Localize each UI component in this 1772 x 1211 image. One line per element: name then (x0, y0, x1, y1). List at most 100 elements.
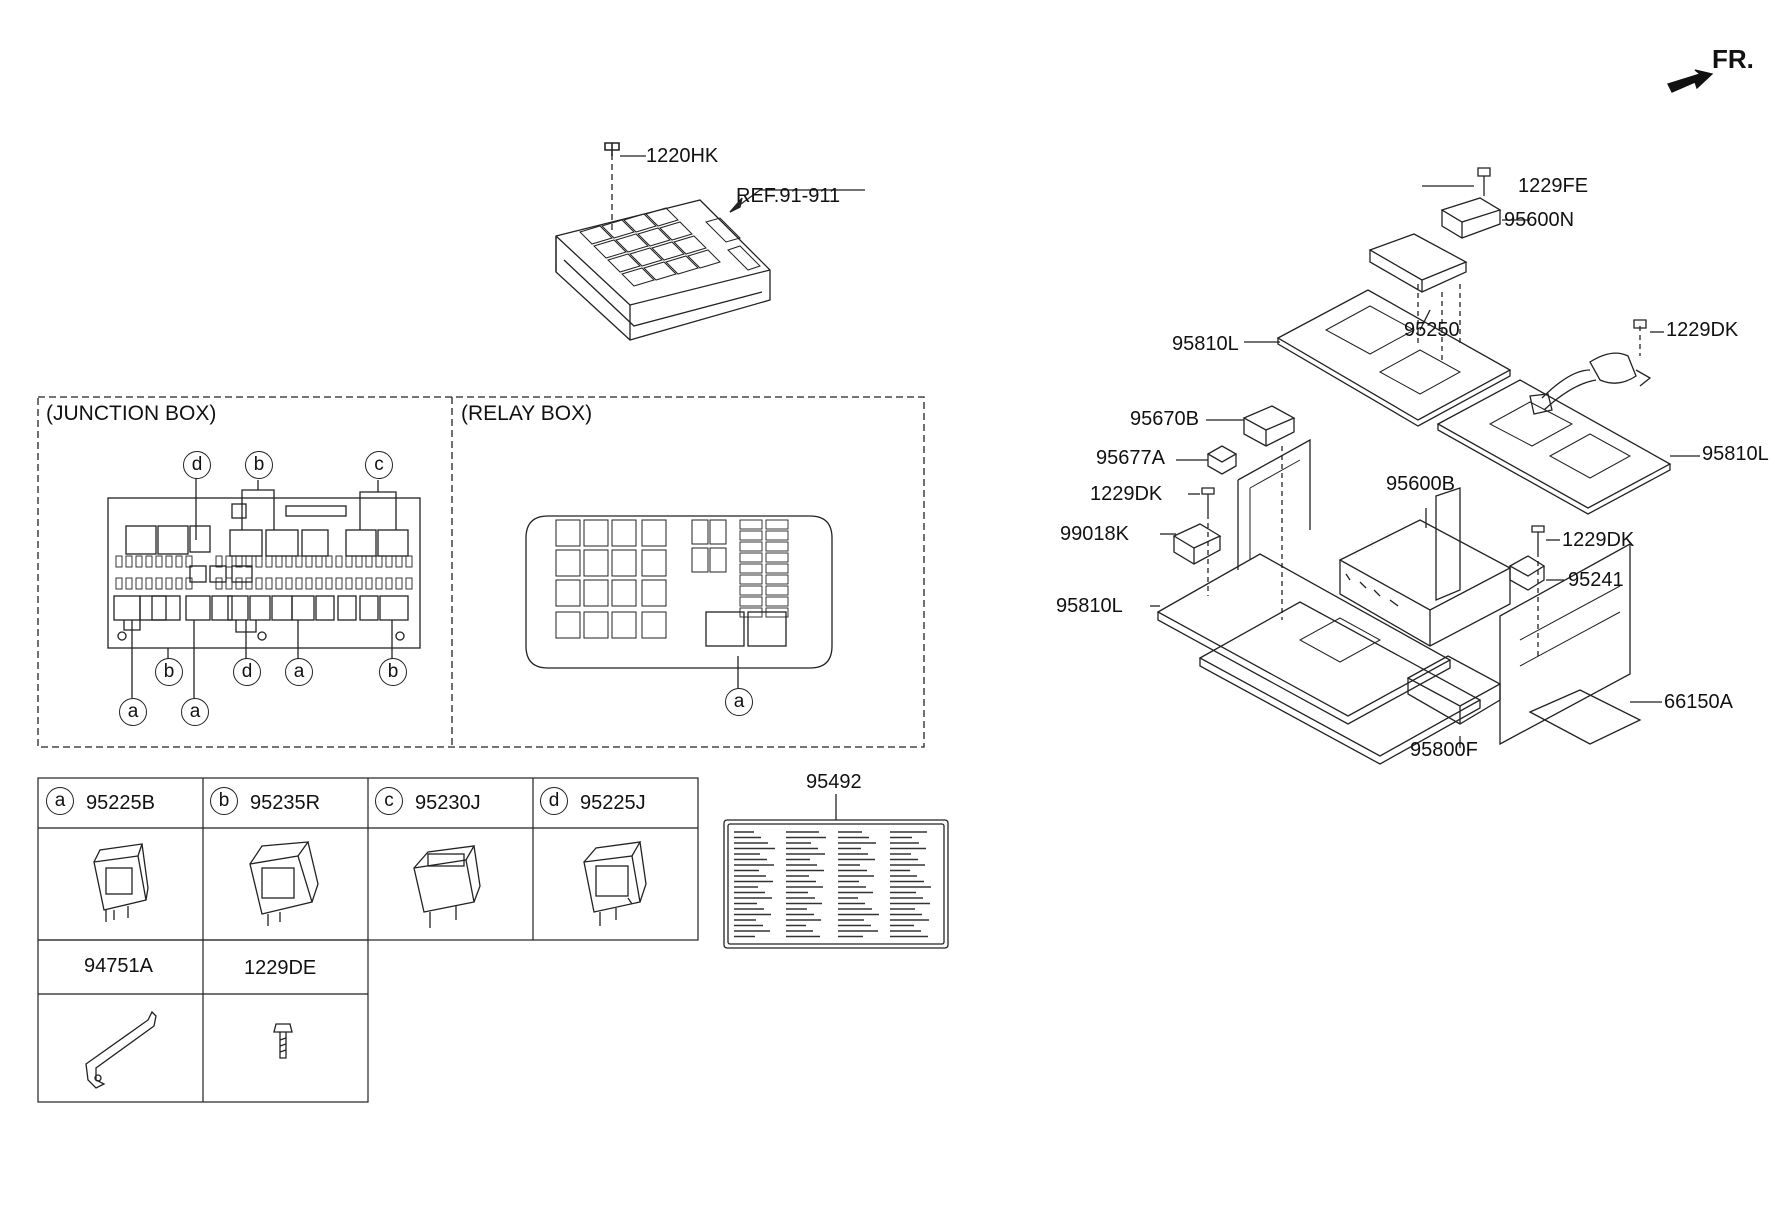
fuse-slot (115, 555, 123, 568)
relay-slot (555, 611, 581, 639)
callout-95241: 95241 (1568, 569, 1624, 591)
fuse-slot (739, 530, 763, 541)
fuse-slot (295, 555, 303, 568)
relay-slot (641, 579, 667, 607)
fuse-slot (245, 577, 253, 590)
relay-slot (611, 519, 637, 547)
fuse-slot (385, 577, 393, 590)
fuse-slot (345, 577, 353, 590)
fuse-slot (709, 519, 727, 545)
relay-95235R-illustration (249, 841, 319, 926)
junction-box-fuse-rows (115, 555, 413, 590)
marker-b: b (155, 658, 183, 686)
fuse-slot (365, 577, 373, 590)
fuse-slot (285, 555, 293, 568)
fuse-slot (125, 577, 133, 590)
fuse-slot (405, 555, 413, 568)
fuse-slot (335, 555, 343, 568)
fuse-slot (765, 552, 789, 563)
callout-95810L: 95810L (1702, 443, 1769, 465)
relay-slot (555, 579, 581, 607)
fuse-slot (405, 577, 413, 590)
fuse-slot (175, 555, 183, 568)
fuse-slot (315, 577, 323, 590)
part-code-94751A: 94751A (84, 955, 153, 977)
fuse-slot (709, 547, 727, 573)
callout-ref-91-911: REF.91-911 (736, 185, 841, 207)
relay-slot (583, 549, 609, 577)
fuse-slot (385, 555, 393, 568)
marker-a: a (725, 688, 753, 716)
section-title-relay-box: (RELAY BOX) (461, 402, 593, 425)
relay-slot (555, 549, 581, 577)
fuse-slot (265, 577, 273, 590)
callout-95810L: 95810L (1172, 333, 1239, 355)
relay-slot (611, 579, 637, 607)
fuse-slot (155, 577, 163, 590)
fuse-slot (355, 555, 363, 568)
fuse-slot (739, 541, 763, 552)
fuse-slot (165, 555, 173, 568)
fuse-slot (245, 555, 253, 568)
fuse-slot (691, 519, 709, 545)
fuse-slot (739, 585, 763, 596)
fuse-slot (765, 519, 789, 530)
fuse-slot (295, 577, 303, 590)
part-code-95225J: 95225J (580, 792, 646, 814)
fuse-slot (739, 519, 763, 530)
fuse-slot (125, 555, 133, 568)
callout-1229FE: 1229FE (1518, 175, 1589, 197)
fuse-slot (355, 577, 363, 590)
relay-slot (555, 519, 581, 547)
marker-d: d (183, 451, 211, 479)
fuse-slot (305, 577, 313, 590)
fuse-slot (225, 577, 233, 590)
part-code-95235R: 95235R (250, 792, 321, 814)
bolt-1229DE-illustration (273, 1023, 293, 1059)
part-code-95230J: 95230J (415, 792, 481, 814)
table-marker-d: d (540, 787, 568, 815)
fuse-slot (739, 552, 763, 563)
table-marker-c: c (375, 787, 403, 815)
sticker-text-lines (734, 831, 931, 938)
main-fuse-box-illustration (555, 142, 865, 341)
fuse-slot (765, 541, 789, 552)
relay-slot (705, 611, 745, 647)
fuse-slot (185, 555, 193, 568)
marker-d: d (233, 658, 261, 686)
part-code-1229DE: 1229DE (244, 957, 317, 979)
fuse-slot (345, 555, 353, 568)
fuse-slot (235, 577, 243, 590)
marker-b: b (379, 658, 407, 686)
fuse-slot (305, 555, 313, 568)
callout-95677A: 95677A (1096, 447, 1165, 469)
relay-slot (747, 611, 787, 647)
callout-66150A: 66150A (1664, 691, 1733, 713)
junction-box-panel (107, 460, 421, 698)
bracket-94751A-illustration (85, 1010, 157, 1089)
marker-c: c (365, 451, 393, 479)
fuse-slot (765, 596, 789, 607)
callout-1229DK: 1229DK (1562, 529, 1635, 551)
fuse-slot (765, 530, 789, 541)
fuse-slot (395, 555, 403, 568)
callout-1229DK: 1229DK (1090, 483, 1163, 505)
section-title-junction-box: (JUNCTION BOX) (46, 402, 217, 425)
fuse-slot (265, 555, 273, 568)
fuse-slot (135, 577, 143, 590)
table-marker-a: a (46, 787, 74, 815)
fuse-slot (315, 555, 323, 568)
fuse-slot (155, 555, 163, 568)
relay-slot (611, 611, 637, 639)
fuse-slot (115, 577, 123, 590)
part-code-95492: 95492 (806, 771, 862, 793)
fuse-slot (325, 555, 333, 568)
front-direction-label: FR. (1712, 44, 1754, 74)
fuse-slot (739, 563, 763, 574)
fuse-slot (375, 577, 383, 590)
fuse-slot (175, 577, 183, 590)
fuse-slot (691, 547, 709, 573)
relay-95230J-illustration (413, 845, 481, 928)
callout-99018K: 99018K (1060, 523, 1129, 545)
